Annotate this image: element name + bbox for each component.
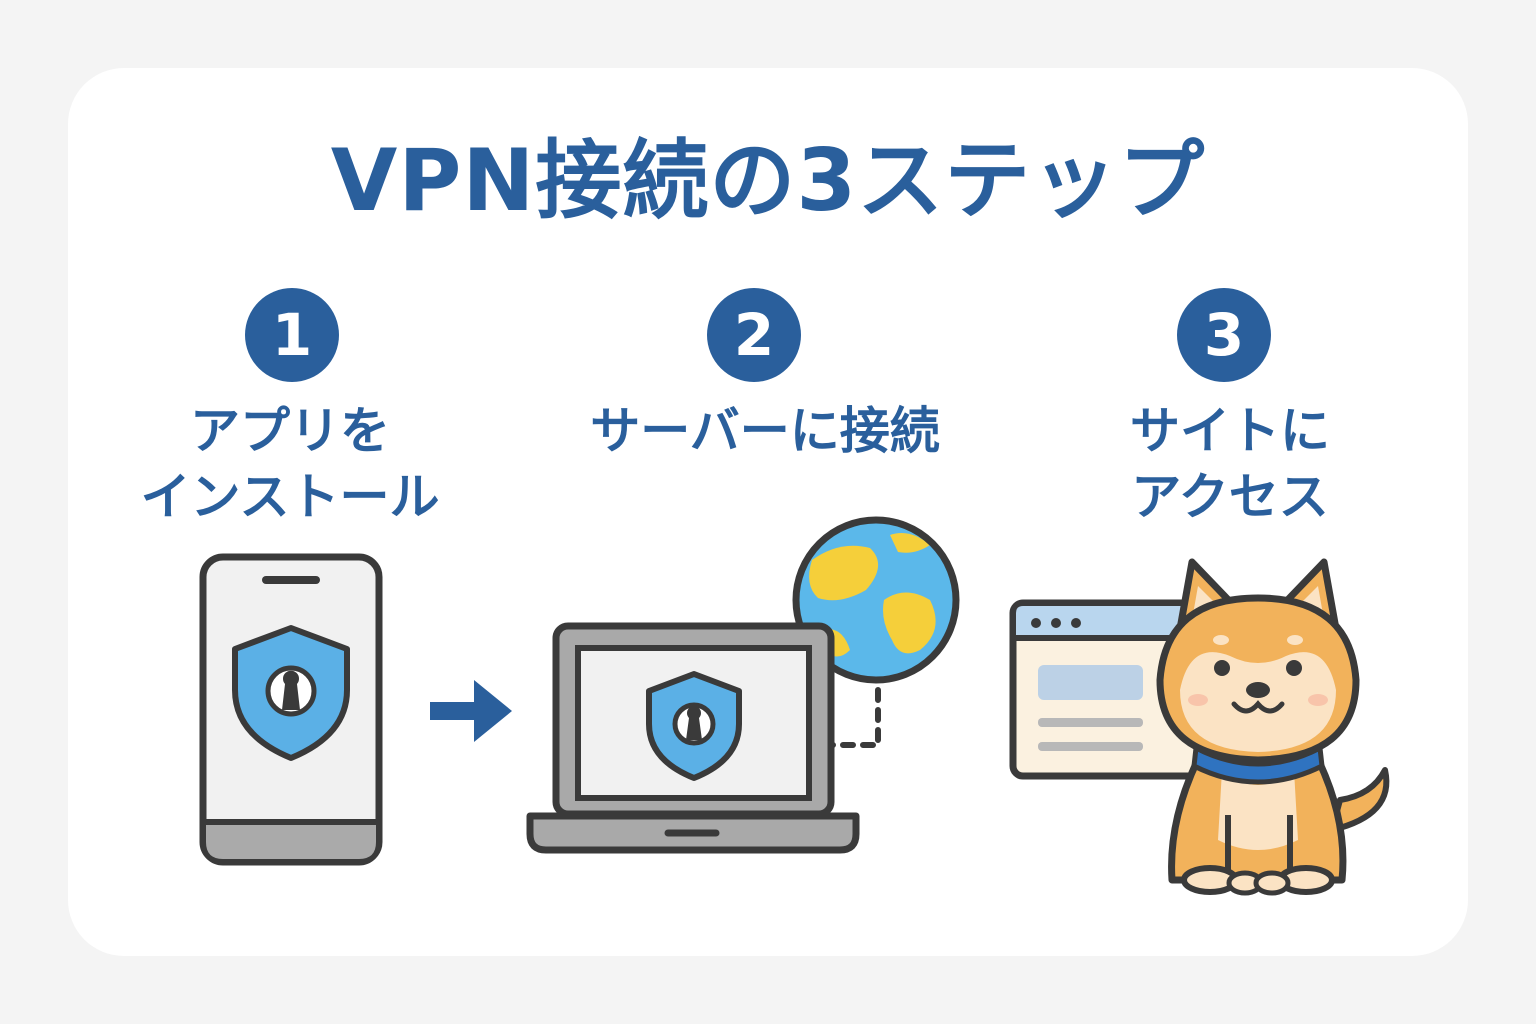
step-2-label-line-1: サーバーに接続 (590, 402, 940, 460)
globe-icon (792, 516, 960, 684)
step-1-label-line-2: インストール (140, 468, 440, 526)
step-1-number-badge: 1 (245, 288, 339, 382)
step-2-number-badge: 2 (707, 288, 801, 382)
step-3-label-line-2: アクセス (1131, 468, 1329, 526)
step-1-label: アプリを インストール (90, 398, 490, 530)
page-title: VPN接続の3ステップ (330, 131, 1206, 231)
browser-window-and-shiba-dog-icon (1009, 558, 1390, 896)
shield-lock-icon (646, 671, 742, 781)
step-3-number-badge: 3 (1177, 288, 1271, 382)
step-3-label: サイトに アクセス (1040, 398, 1420, 530)
step-2-label: サーバーに接続 (550, 398, 980, 464)
connection-dotted-line (829, 687, 881, 748)
shield-lock-icon (232, 625, 350, 761)
step-3-label-line-1: サイトに (1130, 402, 1330, 460)
browser-window-icon (1009, 599, 1207, 780)
smartphone-with-shield-icon (199, 553, 383, 866)
laptop-with-shield-and-globe-icon (526, 516, 960, 854)
step-1-label-line-1: アプリを (190, 402, 390, 460)
shiba-dog-icon (1156, 558, 1390, 896)
arrow-right-icon (430, 680, 512, 742)
